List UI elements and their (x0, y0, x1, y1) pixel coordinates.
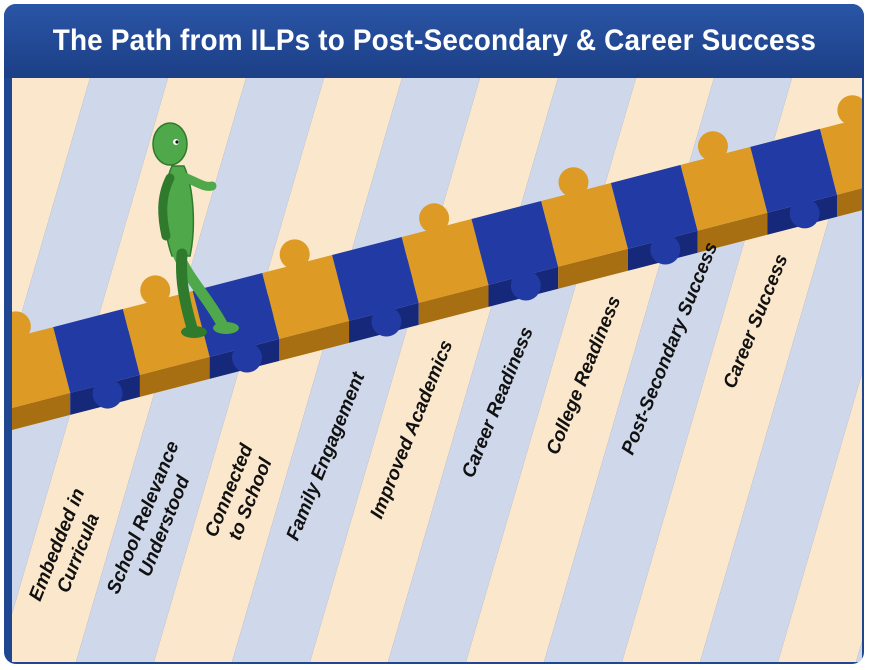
puzzle-piece (610, 164, 698, 249)
puzzle-piece-side (558, 248, 628, 289)
puzzle-piece-tab (231, 342, 262, 373)
puzzle-piece-side (418, 284, 489, 325)
puzzle-piece (332, 236, 419, 321)
puzzle-piece-side (697, 212, 768, 253)
walking-green-figure-icon (152, 122, 239, 338)
puzzle-piece (541, 182, 628, 267)
background-stripe (154, 78, 402, 662)
puzzle-piece-side (279, 320, 350, 361)
puzzle-piece (262, 255, 350, 339)
puzzle-piece-tab (558, 167, 589, 198)
puzzle-piece (53, 309, 140, 393)
background-stripe (778, 373, 862, 662)
puzzle-piece (471, 200, 559, 285)
puzzle-piece-tab (279, 239, 310, 270)
puzzle-piece (680, 146, 768, 231)
puzzle-piece (192, 273, 280, 357)
page-title: The Path from ILPs to Post-Secondary & C… (52, 24, 816, 57)
puzzle-piece-tab (140, 275, 171, 306)
puzzle-piece-tab (789, 198, 820, 229)
puzzle-piece (12, 327, 71, 408)
puzzle-piece (820, 118, 862, 195)
puzzle-piece-side (139, 356, 210, 397)
puzzle-piece-tab (12, 311, 31, 342)
puzzle-path-illustration (12, 78, 862, 662)
puzzle-piece-tab (697, 131, 728, 162)
puzzle-piece-tab (510, 270, 541, 301)
puzzle-piece-tab (371, 306, 402, 337)
diagram-frame: The Path from ILPs to Post-Secondary & C… (4, 4, 864, 664)
puzzle-piece-tab (92, 378, 123, 409)
puzzle-piece (401, 218, 489, 303)
puzzle-piece-tab (837, 95, 862, 126)
puzzle-piece-tab (419, 203, 450, 234)
background-stripe (700, 105, 862, 662)
background-stripe (856, 641, 862, 662)
puzzle-piece-side (837, 188, 862, 217)
puzzle-piece-tab (650, 234, 681, 265)
background-stripe (232, 78, 480, 662)
title-bar: The Path from ILPs to Post-Secondary & C… (4, 4, 864, 78)
puzzle-piece-side (12, 392, 71, 430)
puzzle-piece (750, 128, 838, 213)
